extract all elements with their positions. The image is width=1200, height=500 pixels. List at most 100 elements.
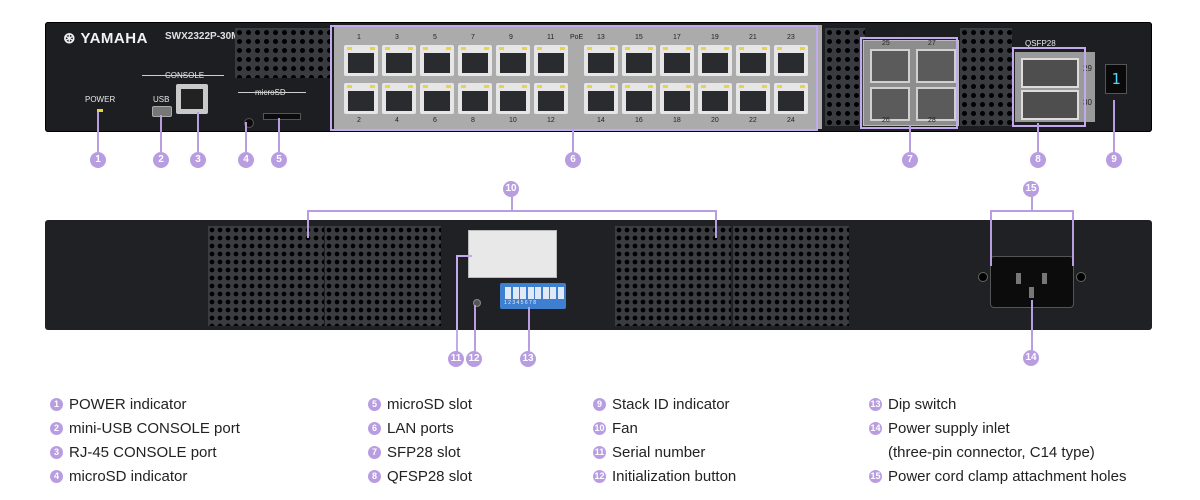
sfp28-slot[interactable]	[916, 87, 956, 121]
qsfp28-label: QSFP28	[1025, 39, 1056, 48]
lan-port[interactable]	[584, 83, 618, 114]
lan-port[interactable]	[458, 45, 492, 76]
lan-port[interactable]	[660, 83, 694, 114]
lan-port[interactable]	[534, 45, 568, 76]
legend-label: QFSP28 slot	[387, 468, 473, 485]
model-name: SWX2322P-30MC	[165, 31, 247, 42]
lan-ports-outline	[330, 25, 818, 131]
dip-switch-key[interactable]	[520, 287, 526, 299]
lan-port[interactable]	[382, 45, 416, 76]
legend-item: 8 QFSP28 slot	[368, 468, 472, 492]
dip-switch-key[interactable]	[535, 287, 541, 299]
dip-switch-key[interactable]	[557, 287, 564, 299]
fan-callout-stem	[511, 196, 513, 210]
clamp-bracket-right	[1072, 210, 1074, 266]
lan-port[interactable]	[344, 83, 378, 114]
callout-line	[160, 115, 162, 152]
callout-badge: 9	[1106, 152, 1122, 168]
sfp28-label: SFP28	[896, 29, 921, 38]
dip-switch-key[interactable]	[542, 287, 549, 299]
lan-port[interactable]	[344, 45, 378, 76]
lan-port-number: 16	[635, 117, 643, 124]
sfp-port-number: 28	[928, 117, 936, 124]
lan-port[interactable]	[660, 45, 694, 76]
lan-port[interactable]	[496, 45, 530, 76]
callout-badge: 7	[902, 152, 918, 168]
lan-port-number: 20	[711, 117, 719, 124]
lan-port[interactable]	[534, 83, 568, 114]
lan-port-number: 3	[395, 34, 399, 41]
microsd-bracket	[238, 92, 306, 93]
power-indicator	[97, 109, 103, 112]
lan-port-number: 4	[395, 117, 399, 124]
lan-port-number: 18	[673, 117, 681, 124]
lan-port-number: 22	[749, 117, 757, 124]
qsfp28-slot-29[interactable]	[1021, 58, 1079, 88]
lan-port[interactable]	[774, 83, 808, 114]
lan-port[interactable]	[496, 83, 530, 114]
legend-label: Serial number	[612, 444, 706, 461]
sfp28-slot[interactable]	[916, 49, 956, 83]
lan-port[interactable]	[622, 45, 656, 76]
legend-badge: 9	[593, 398, 606, 411]
sfp28-slot[interactable]	[870, 49, 910, 83]
legend-badge: 13	[869, 398, 882, 411]
callout-badge: 15	[1023, 181, 1039, 197]
legend-badge: 8	[368, 470, 381, 483]
legend-label: microSD indicator	[69, 468, 188, 485]
qsfp28-slot-30[interactable]	[1021, 90, 1079, 120]
front-vent-right	[825, 28, 865, 126]
dip-switch-key[interactable]	[527, 287, 534, 299]
lan-port-number: 12	[547, 117, 555, 124]
legend-label: Stack ID indicator	[612, 396, 730, 413]
lan-port[interactable]	[736, 83, 770, 114]
lan-port[interactable]	[420, 83, 454, 114]
dip-switch-key[interactable]	[550, 287, 556, 299]
sfp-port-number: 26	[882, 117, 890, 124]
callout-badge: 10	[503, 181, 519, 197]
callout-line	[1113, 100, 1115, 152]
dip-switch-key[interactable]	[505, 287, 511, 299]
serial-number-outline	[456, 255, 472, 353]
legend-badge: 11	[593, 446, 606, 459]
fan-bracket-left	[307, 210, 309, 238]
dip-switch[interactable]: 1 2 3 4 5 6 7 8	[500, 283, 566, 309]
legend-badge: 14	[869, 422, 882, 435]
fan-right-b	[733, 226, 849, 326]
lan-port[interactable]	[622, 83, 656, 114]
initialization-button[interactable]	[473, 299, 481, 307]
microsd-slot[interactable]	[263, 113, 301, 120]
mini-usb-console-port[interactable]	[152, 106, 172, 117]
lan-port[interactable]	[458, 83, 492, 114]
power-supply-inlet[interactable]	[990, 256, 1074, 308]
lan-port[interactable]	[698, 83, 732, 114]
sfp28-slot[interactable]	[870, 87, 910, 121]
fan-right-a	[615, 226, 731, 326]
lan-port[interactable]	[698, 45, 732, 76]
legend-badge: 2	[50, 422, 63, 435]
clamp-bracket-left	[990, 210, 992, 266]
lan-port-number: 1	[357, 34, 361, 41]
legend-label: RJ-45 CONSOLE port	[69, 444, 217, 461]
rj45-console-port[interactable]	[176, 84, 208, 114]
lan-port[interactable]	[382, 83, 416, 114]
lan-port[interactable]	[584, 45, 618, 76]
lan-port[interactable]	[420, 45, 454, 76]
lan-port[interactable]	[736, 45, 770, 76]
qsfp28-slot-block: 29 30	[1015, 52, 1095, 122]
dip-switch-key[interactable]	[512, 287, 519, 299]
legend-label: Power cord clamp attachment holes	[888, 468, 1127, 485]
legend-label: LAN ports	[387, 420, 454, 437]
callout-badge: 4	[238, 152, 254, 168]
poe-label: PoE	[570, 34, 584, 41]
lan-port[interactable]	[774, 45, 808, 76]
